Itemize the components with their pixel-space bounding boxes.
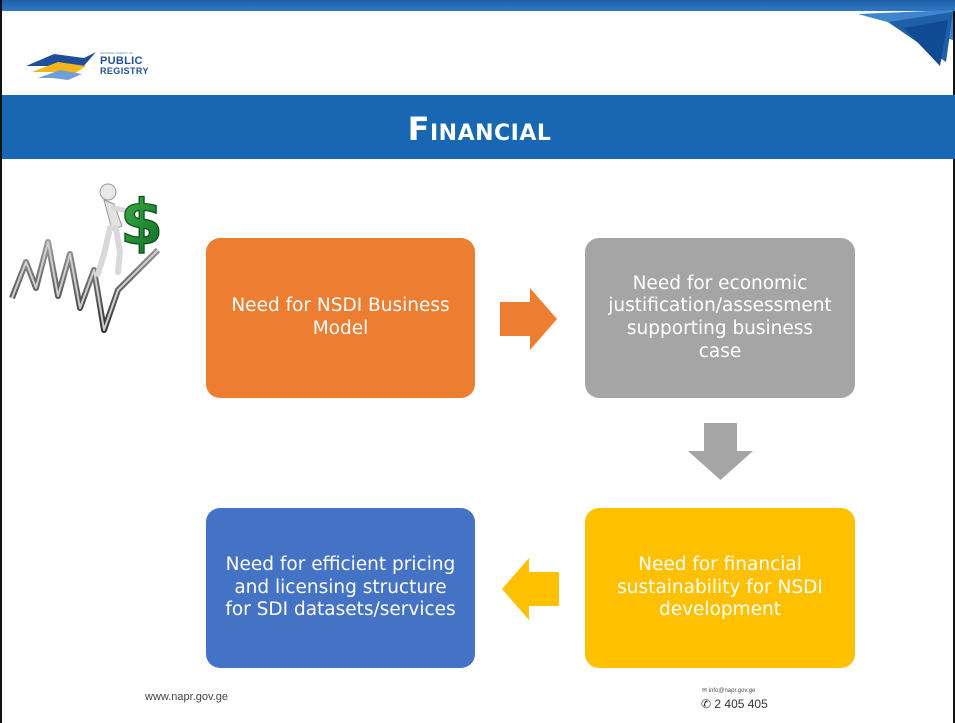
- title-bar: Financial: [2, 95, 955, 159]
- svg-text:$: $: [120, 186, 163, 259]
- down-arrow-icon: [688, 423, 753, 480]
- dollar-sign-climbing-chart-icon: $: [9, 183, 164, 333]
- flow-box-economic-justification: Need for economic justification/assessme…: [585, 238, 855, 398]
- logo-line-registry: REGISTRY: [100, 66, 149, 76]
- flow-box-business-model-text: Need for NSDI Business Model: [231, 295, 450, 339]
- left-arrow-icon: [502, 558, 559, 620]
- footer-phone: ✆ 2 405 405: [701, 697, 768, 711]
- flow-box-pricing-licensing: Need for efficient pricing and licensing…: [206, 508, 475, 668]
- page-title: Financial: [407, 110, 552, 148]
- logo-small-text: NATIONAL AGENCY OF: [100, 52, 133, 55]
- right-arrow-icon: [500, 288, 557, 350]
- footer-website: www.napr.gov.ge: [145, 691, 228, 703]
- flow-box-pricing-licensing-text: Need for efficient pricing and licensing…: [225, 554, 456, 621]
- logo-wing-icon: [26, 52, 96, 80]
- flow-box-financial-sustainability: Need for financial sustainability for NS…: [585, 508, 855, 668]
- flow-box-financial-sustainability-text: Need for financial sustainability for NS…: [617, 554, 823, 621]
- footer-email: ✉ info@napr.gov.ge: [702, 688, 756, 694]
- logo-line-public: PUBLIC: [100, 55, 143, 67]
- flow-box-business-model: Need for NSDI Business Model: [206, 238, 475, 398]
- flow-box-economic-justification-text: Need for economic justification/assessme…: [608, 272, 832, 362]
- corner-decoration: [858, 10, 953, 66]
- top-accent-strip: [2, 0, 955, 11]
- logo-wordmark: NATIONAL AGENCY OF PUBLIC REGISTRY: [100, 52, 170, 76]
- public-registry-logo: NATIONAL AGENCY OF PUBLIC REGISTRY: [24, 44, 164, 84]
